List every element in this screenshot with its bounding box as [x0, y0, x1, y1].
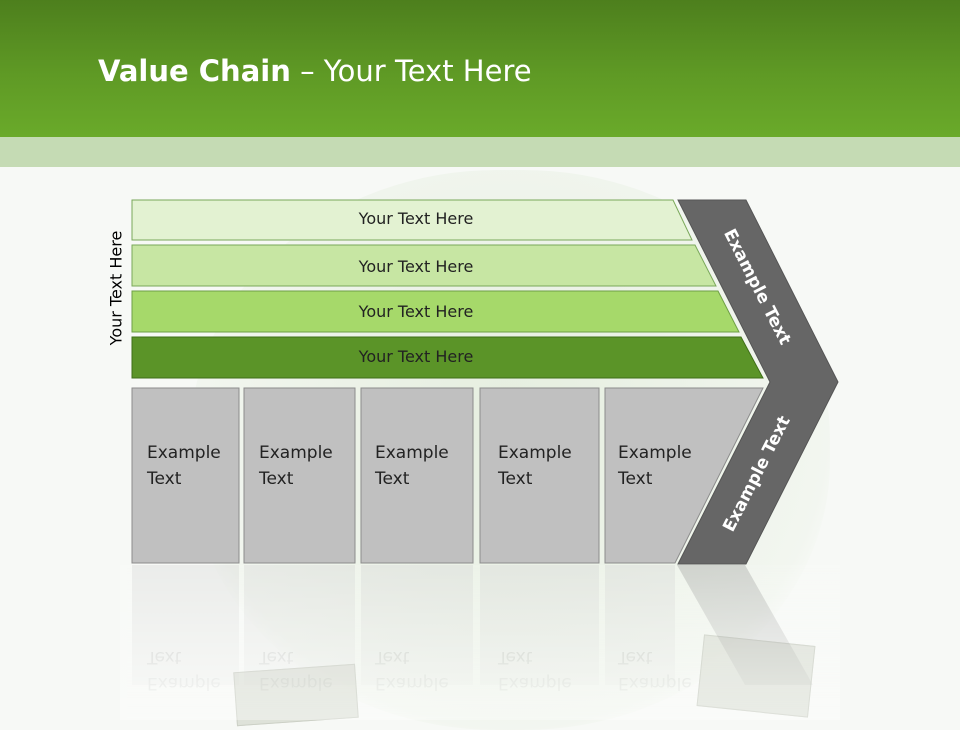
support-row	[131, 336, 764, 379]
chevron-arrow	[677, 199, 839, 565]
primary-cell-text: Example	[498, 443, 572, 463]
support-row-label: Your Text Here	[358, 209, 474, 228]
header-band	[0, 137, 960, 167]
primary-cell	[604, 387, 764, 564]
primary-cell-text: Text	[617, 469, 653, 489]
primary-cell-text: Text	[374, 469, 410, 489]
header-bar: Value Chain – Your Text Here	[0, 0, 960, 137]
support-row-label: Your Text Here	[358, 257, 474, 276]
support-row-label: Your Text Here	[358, 302, 474, 321]
primary-cell	[360, 387, 474, 564]
primary-cell	[243, 387, 356, 564]
slide-title: Value Chain – Your Text Here	[98, 54, 532, 88]
support-row-label: Your Text Here	[358, 347, 474, 366]
title-rest: – Your Text Here	[290, 54, 532, 88]
primary-cell	[479, 387, 600, 564]
title-bold: Value Chain	[98, 54, 291, 88]
support-activity-rows: Your Text Here Your Text Here Your Text …	[131, 199, 764, 379]
primary-cell	[131, 387, 240, 564]
primary-cell-text: Example	[618, 443, 692, 463]
primary-cell-text: Example	[259, 443, 333, 463]
primary-cell-text: Text	[146, 469, 182, 489]
primary-cell-text: Text	[258, 469, 294, 489]
primary-activity-cells: Example Text Example Text Example Text E…	[131, 387, 764, 564]
reflection: Example Text Example Text Example Text E…	[120, 565, 840, 720]
support-row	[131, 290, 740, 333]
primary-cell-text: Text	[497, 469, 533, 489]
primary-cell-text: Example	[147, 443, 221, 463]
primary-cell-text: Example	[375, 443, 449, 463]
support-row	[131, 199, 693, 241]
support-row	[131, 244, 717, 287]
